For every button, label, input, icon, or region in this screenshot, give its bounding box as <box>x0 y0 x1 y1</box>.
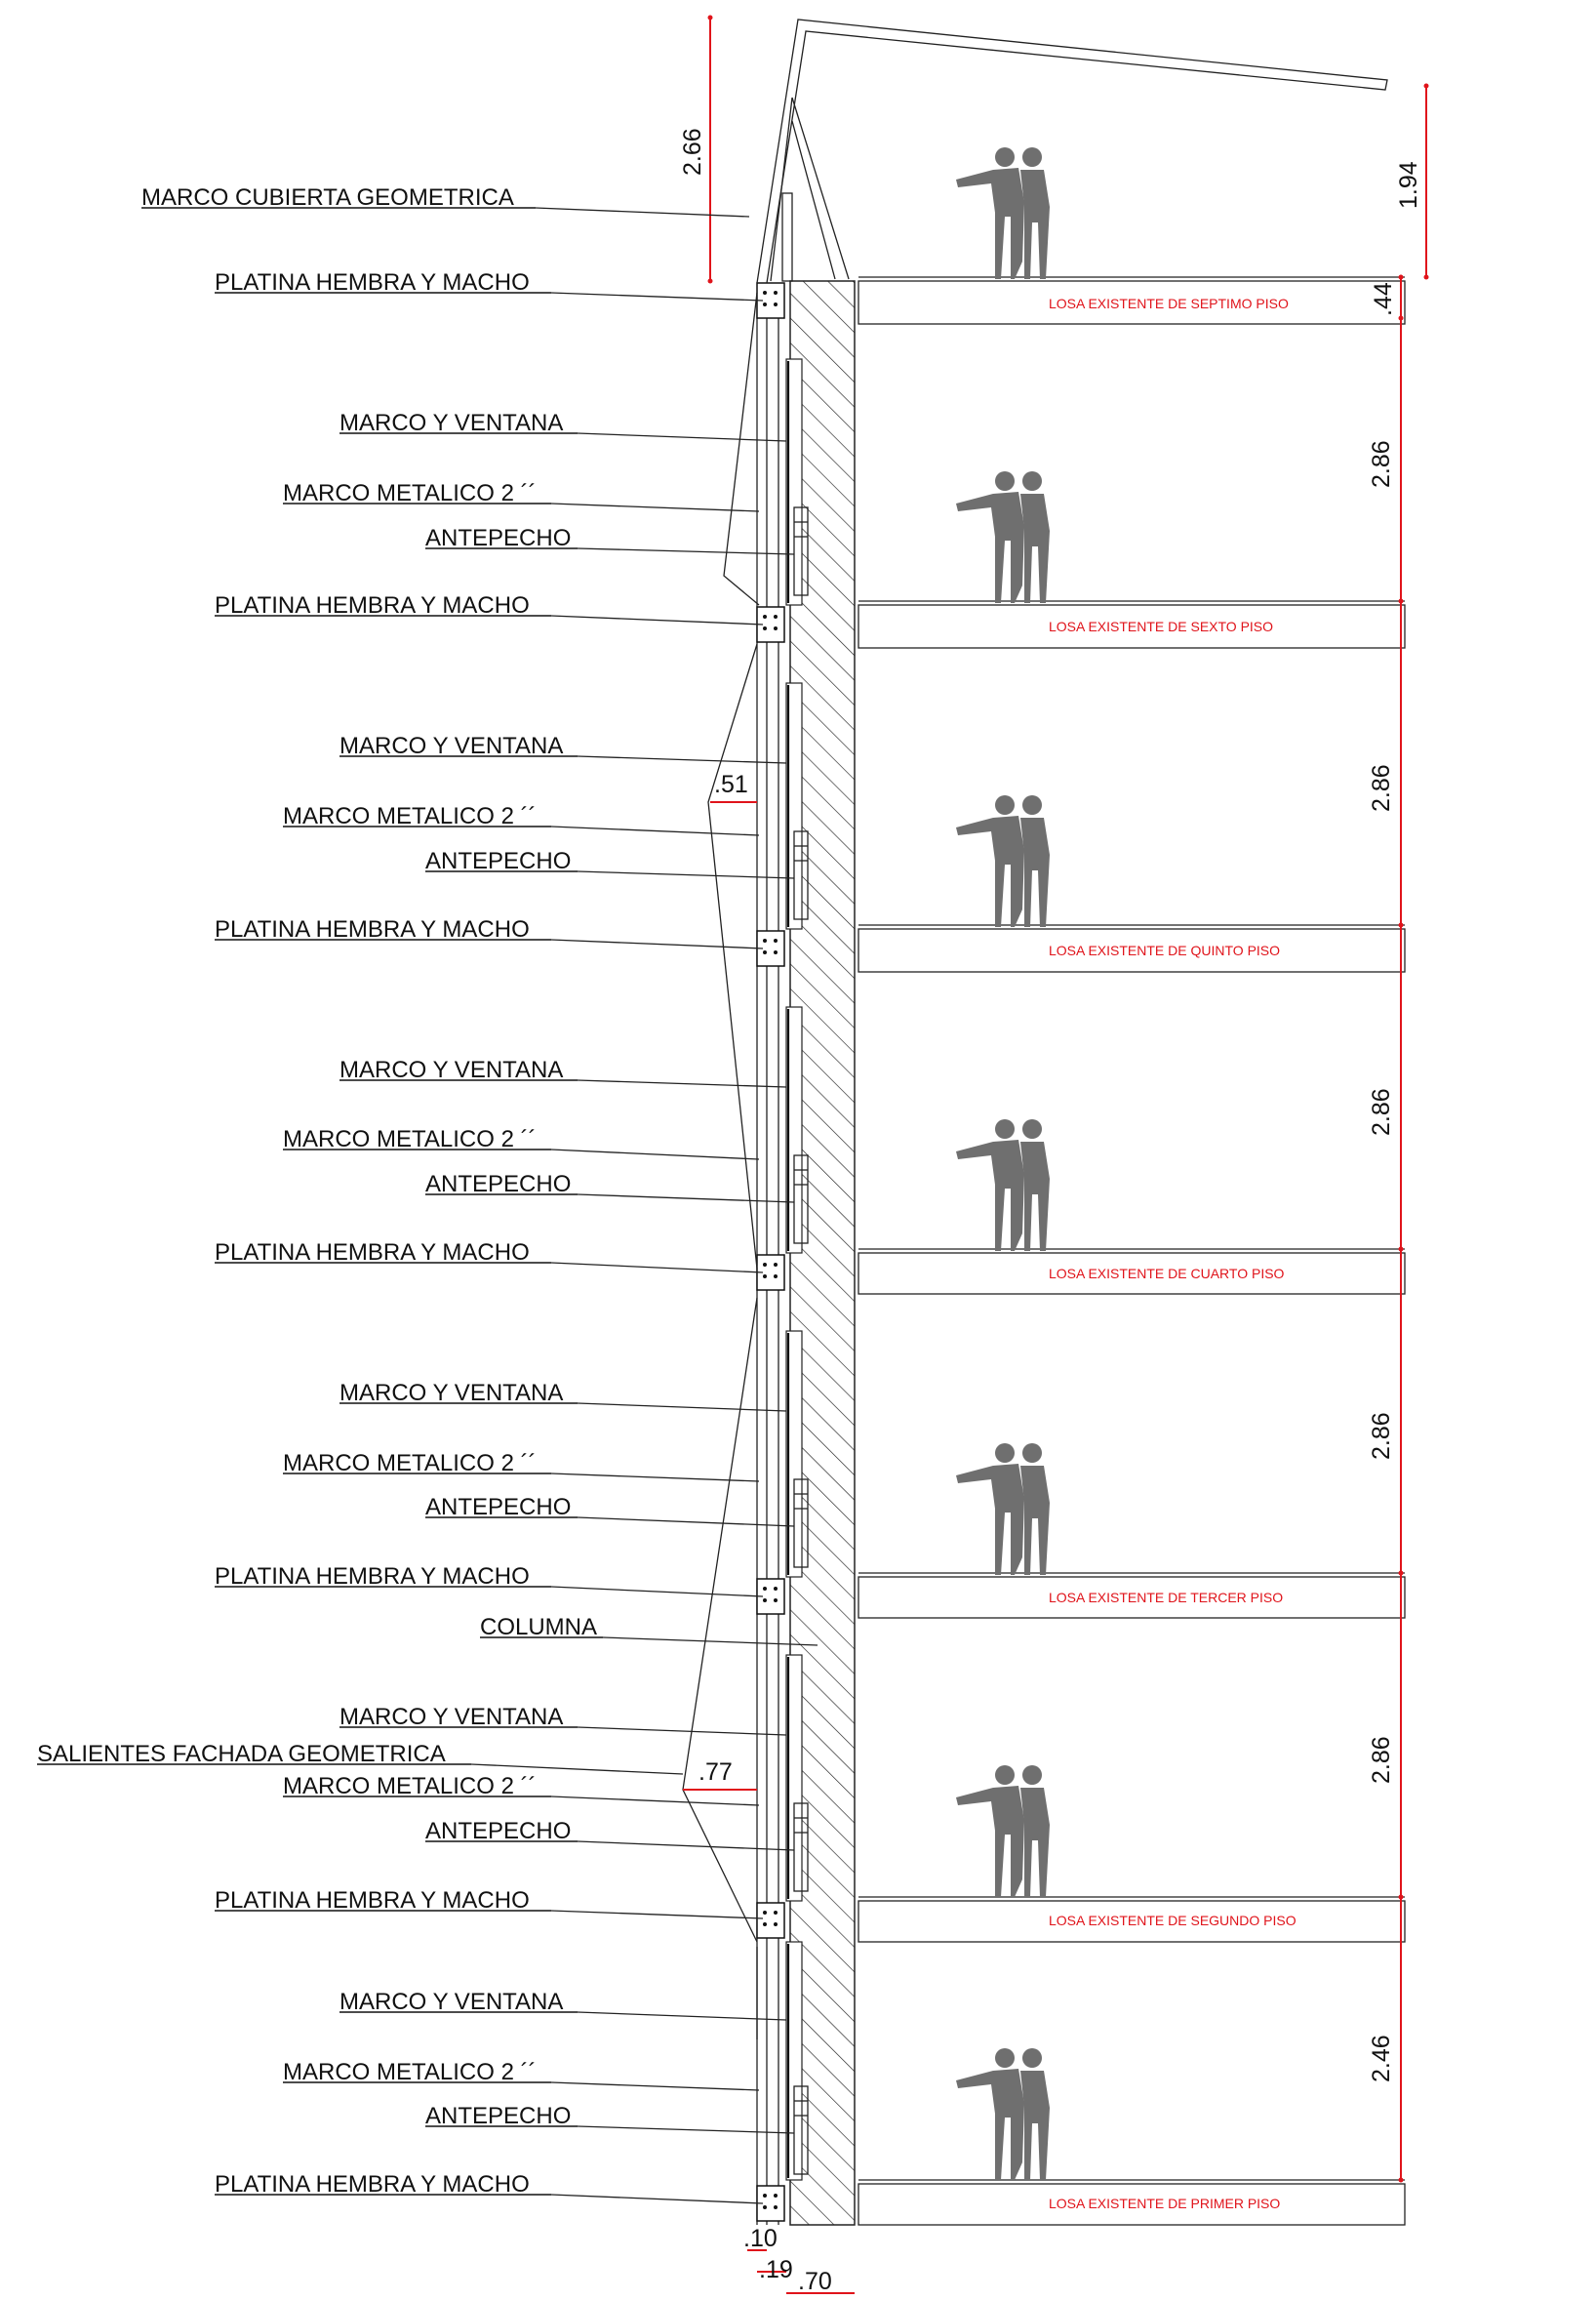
callout-plate: PLATINA HEMBRA Y MACHO <box>215 1887 530 1914</box>
slab-label: LOSA EXISTENTE DE PRIMER PISO <box>1049 2196 1280 2211</box>
slab-label: LOSA EXISTENTE DE SEXTO PISO <box>1049 619 1273 634</box>
callout-column: COLUMNA <box>480 1614 597 1640</box>
callouts: MARCO CUBIERTA GEOMETRICA PLATINA HEMBRA… <box>37 184 818 2204</box>
callout-metal-frame: MARCO METALICO 2 ´´ <box>283 480 537 506</box>
figure-floor-1 <box>956 2048 1050 2180</box>
slab-label: LOSA EXISTENTE DE SEPTIMO PISO <box>1049 296 1289 311</box>
callout-parapet: ANTEPECHO <box>425 1494 571 1520</box>
dim-slab-thickness: .44 <box>1370 282 1397 316</box>
dim-projection-upper: .51 <box>714 771 748 798</box>
callout-window: MARCO Y VENTANA <box>339 1989 563 2015</box>
figure-floor-6 <box>956 471 1050 603</box>
slab-label: LOSA EXISTENTE DE QUINTO PISO <box>1049 943 1280 958</box>
figure-floor-2 <box>956 1765 1050 1897</box>
structure <box>682 19 1406 2226</box>
callout-parapet: ANTEPECHO <box>425 1818 571 1844</box>
callout-roof-frame: MARCO CUBIERTA GEOMETRICA <box>141 184 514 211</box>
parapets <box>793 506 809 2175</box>
figure-floor-3 <box>956 1443 1050 1575</box>
dim-projection-lower: .77 <box>698 1758 733 1786</box>
plate-connectors <box>756 282 785 2222</box>
slab-label: LOSA EXISTENTE DE CUARTO PISO <box>1049 1266 1285 1281</box>
slab-1 <box>858 2183 1406 2226</box>
callout-window: MARCO Y VENTANA <box>339 1380 563 1406</box>
slab-4 <box>858 1252 1406 1295</box>
callout-parapet: ANTEPECHO <box>425 2103 571 2129</box>
dim-floor: 2.86 <box>1368 1412 1395 1460</box>
callout-metal-frame: MARCO METALICO 2 ´´ <box>283 1450 537 1476</box>
callout-window: MARCO Y VENTANA <box>339 410 563 436</box>
slab-lines <box>858 276 1406 2226</box>
callout-plate: PLATINA HEMBRA Y MACHO <box>215 1239 530 1266</box>
figure-floor-4 <box>956 1119 1050 1251</box>
slab-label: LOSA EXISTENTE DE SEGUNDO PISO <box>1049 1913 1297 1928</box>
slab-2 <box>858 1900 1406 1943</box>
slab-7 <box>858 280 1406 325</box>
figure-floor-5 <box>956 795 1050 927</box>
callout-plate: PLATINA HEMBRA Y MACHO <box>215 269 530 296</box>
callout-window: MARCO Y VENTANA <box>339 1704 563 1730</box>
window-recesses <box>785 358 803 2181</box>
callout-metal-frame: MARCO METALICO 2 ´´ <box>283 1773 537 1799</box>
dimension-text: 2.66 1.94 .44 2.86 2.86 2.86 2.86 2.86 2… <box>679 128 1422 2295</box>
callout-parapet: ANTEPECHO <box>425 848 571 874</box>
dim-floor: 2.86 <box>1368 440 1395 488</box>
dim-roof-height: 2.66 <box>679 128 706 176</box>
dim-bottom: .70 <box>798 2268 832 2295</box>
scale-figures <box>956 147 1050 2180</box>
callout-window: MARCO Y VENTANA <box>339 1057 563 1083</box>
callout-window: MARCO Y VENTANA <box>339 733 563 759</box>
callout-parapet: ANTEPECHO <box>425 1171 571 1197</box>
dim-floor: 2.86 <box>1368 1088 1395 1136</box>
slab-3 <box>858 1576 1406 1619</box>
slab-label: LOSA EXISTENTE DE TERCER PISO <box>1049 1590 1283 1605</box>
callout-plate: PLATINA HEMBRA Y MACHO <box>215 2171 530 2198</box>
dim-roof-right: 1.94 <box>1395 161 1422 209</box>
callout-metal-frame: MARCO METALICO 2 ´´ <box>283 1126 537 1152</box>
slab-5 <box>858 928 1406 973</box>
callout-facade-projections: SALIENTES FACHADA GEOMETRICA <box>37 1741 446 1767</box>
dim-bottom: .19 <box>759 2256 793 2283</box>
slab-labels: LOSA EXISTENTE DE SEPTIMO PISO LOSA EXIS… <box>1049 296 1297 2211</box>
dim-floor: 2.46 <box>1368 2035 1395 2082</box>
slab-6 <box>858 604 1406 649</box>
dim-floor: 2.86 <box>1368 764 1395 812</box>
callout-plate: PLATINA HEMBRA Y MACHO <box>215 916 530 943</box>
roof-frame <box>756 19 1388 284</box>
callout-metal-frame: MARCO METALICO 2 ´´ <box>283 803 537 829</box>
callout-plate: PLATINA HEMBRA Y MACHO <box>215 592 530 619</box>
callout-parapet: ANTEPECHO <box>425 525 571 551</box>
figure-floor-7 <box>956 147 1050 279</box>
callout-plate: PLATINA HEMBRA Y MACHO <box>215 1563 530 1590</box>
callout-metal-frame: MARCO METALICO 2 ´´ <box>283 2059 537 2085</box>
dimension-lines <box>683 15 1429 2294</box>
dim-bottom: .10 <box>743 2225 778 2252</box>
dim-floor: 2.86 <box>1368 1736 1395 1784</box>
